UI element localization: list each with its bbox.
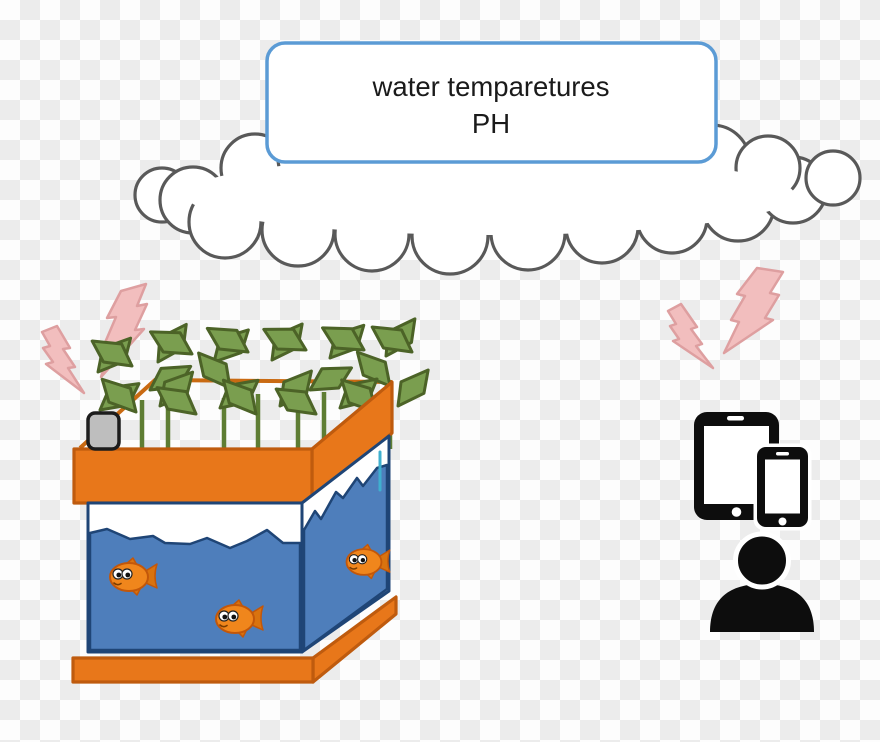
lightning-icon-right-large xyxy=(722,266,785,355)
smartphone-speaker xyxy=(776,452,789,456)
tank-rim-front xyxy=(72,447,314,505)
smartphone-icon xyxy=(753,443,812,531)
cloud-inner-fill xyxy=(185,155,795,235)
user-icon xyxy=(710,531,814,632)
plant-leaf xyxy=(155,383,198,419)
smartphone-screen xyxy=(765,459,800,514)
callout-box xyxy=(265,41,718,164)
smartphone-home-button xyxy=(778,517,787,526)
user-devices xyxy=(694,412,814,632)
user-head xyxy=(733,531,791,590)
tablet-home-button xyxy=(731,507,742,517)
lightning-icon-left-small xyxy=(40,324,86,395)
callout-text-line1: water temparetures xyxy=(372,71,610,102)
aquaponics-tank xyxy=(71,317,436,684)
cloud-callout: water temparetures PH xyxy=(265,41,718,164)
cloud-shape xyxy=(133,102,862,276)
sensor-icon xyxy=(86,411,121,451)
water-side xyxy=(302,463,389,652)
tank-base-front xyxy=(71,656,315,684)
tablet-camera xyxy=(727,416,744,421)
plant-leaf xyxy=(390,368,436,408)
user-body xyxy=(710,584,814,632)
callout-text-line2: PH xyxy=(472,108,510,139)
lightning-icon-right-small xyxy=(666,302,715,370)
